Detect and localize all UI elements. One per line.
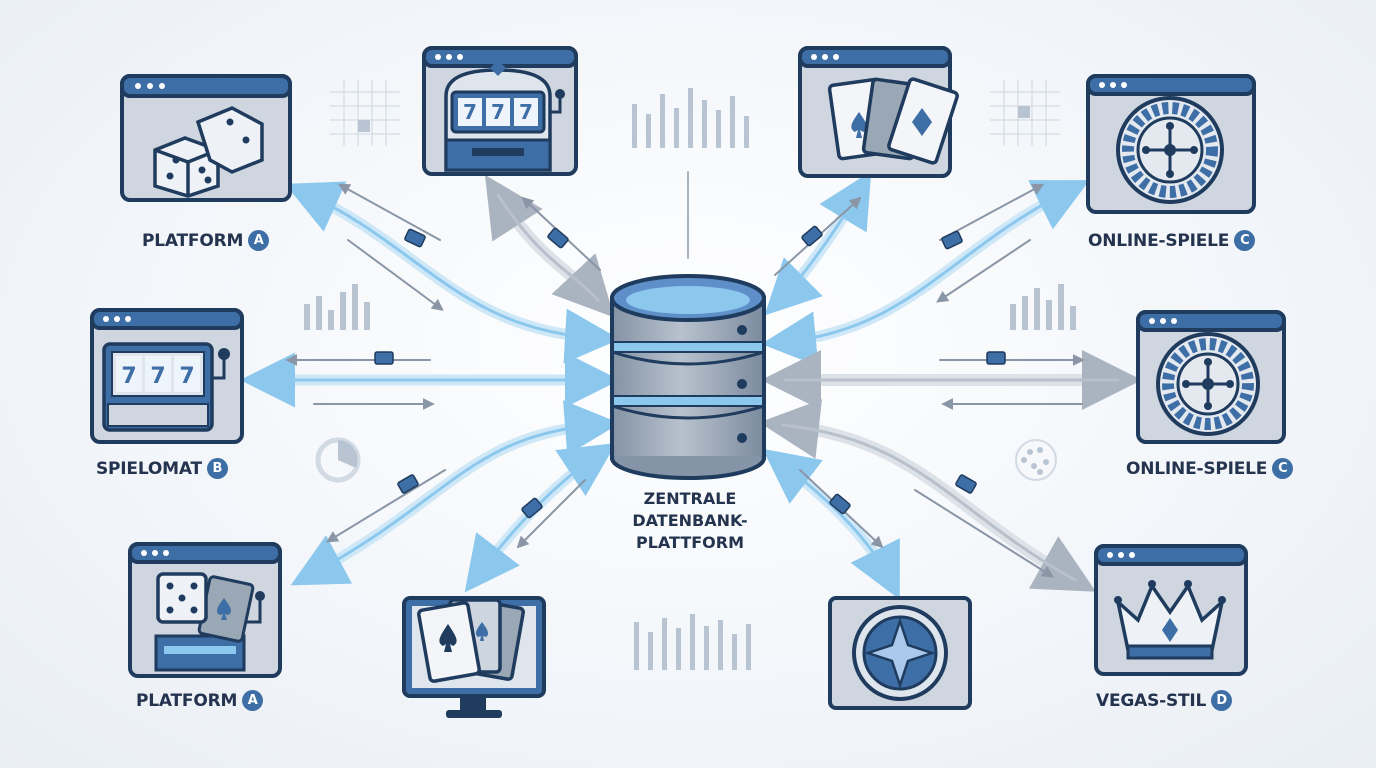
central-database-label: ZENTRALE DATENBANK- PLATTFORM bbox=[610, 488, 770, 554]
decor-dots bbox=[1015, 439, 1057, 481]
roulette-wheel-icon bbox=[1136, 310, 1286, 444]
connector-thin bbox=[347, 239, 444, 311]
node-label-online-spiele-c: ONLINE-SPIELE C bbox=[1088, 230, 1256, 251]
svg-text:7: 7 bbox=[463, 100, 477, 124]
monitor-cards-icon bbox=[402, 596, 546, 718]
slot-machine-icon: 7 7 7 bbox=[422, 46, 578, 176]
connector-thin bbox=[337, 183, 441, 241]
decor-pie bbox=[315, 437, 361, 483]
connector-monitor bbox=[464, 442, 617, 593]
playing-cards-icon bbox=[798, 46, 959, 178]
svg-text:7: 7 bbox=[519, 100, 533, 124]
badge: D bbox=[1211, 690, 1233, 711]
node-label-spielomat-b: SPIELOMAT B bbox=[96, 458, 228, 479]
svg-text:7: 7 bbox=[121, 364, 136, 389]
node-label-platform-a: PLATFORM A bbox=[142, 230, 270, 251]
badge: A bbox=[242, 690, 264, 711]
svg-text:7: 7 bbox=[150, 364, 165, 389]
dice-icon bbox=[120, 74, 292, 202]
node-label-platform-a-2: PLATFORM A bbox=[136, 690, 264, 711]
svg-text:7: 7 bbox=[491, 100, 505, 124]
connector-compass bbox=[762, 448, 900, 600]
decor-bars bbox=[304, 88, 1076, 670]
compass-star-icon bbox=[828, 596, 972, 710]
connectors bbox=[240, 171, 1142, 600]
data-packets bbox=[374, 225, 1006, 519]
connector-cards-top bbox=[764, 171, 872, 316]
node-label-online-spiele-c-2: ONLINE-SPIELE C bbox=[1126, 458, 1294, 479]
node-label-vegas-stil-d: VEGAS-STIL D bbox=[1096, 690, 1233, 711]
badge: C bbox=[1272, 458, 1294, 479]
badge: B bbox=[206, 458, 228, 479]
center-line-3: PLATTFORM bbox=[635, 533, 745, 552]
central-database-icon bbox=[610, 274, 766, 480]
crown-icon bbox=[1094, 544, 1248, 676]
svg-text:7: 7 bbox=[179, 364, 194, 389]
dice-and-cards-icon bbox=[128, 542, 282, 678]
badge: C bbox=[1234, 230, 1256, 251]
roulette-wheel-icon bbox=[1086, 74, 1256, 214]
slot-machine-icon: 7 7 7 bbox=[90, 308, 244, 444]
center-line-1: ZENTRALE bbox=[643, 489, 737, 508]
center-line-2: DATENBANK- bbox=[632, 511, 748, 530]
badge: A bbox=[248, 230, 270, 251]
